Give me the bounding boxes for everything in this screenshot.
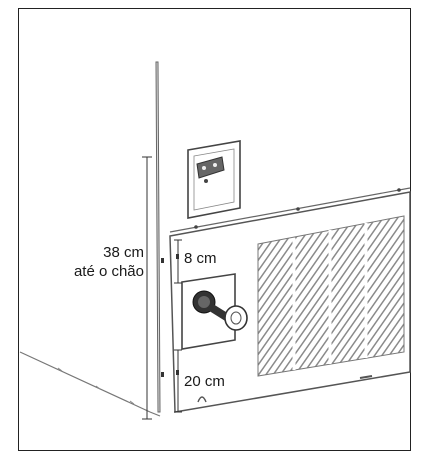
socket-icon <box>196 156 225 183</box>
label-gap-bottom: 20 cm <box>184 373 225 390</box>
wall-edge <box>155 61 161 413</box>
label-height-note: até o chão <box>73 263 144 280</box>
floor-marks <box>57 367 135 405</box>
hose-connector-icon <box>192 290 248 331</box>
wall-socket-inner <box>193 148 235 211</box>
label-height-total: 38 cm <box>103 244 144 261</box>
floor-line <box>19 351 161 417</box>
side-marker <box>161 258 164 263</box>
appliance-top-edge <box>169 187 411 233</box>
rivet <box>397 188 401 192</box>
wall-socket-plate <box>187 140 241 219</box>
vent-divider <box>292 223 368 370</box>
appliance-foot <box>359 375 373 379</box>
dimension-38cm <box>142 156 152 420</box>
rivet <box>296 207 300 211</box>
side-marker <box>161 372 164 377</box>
appliance-foot <box>197 396 207 403</box>
rivet <box>194 225 198 229</box>
dimension-20cm <box>174 349 182 413</box>
dimension-8cm <box>174 239 182 284</box>
label-gap-top: 8 cm <box>184 250 217 267</box>
